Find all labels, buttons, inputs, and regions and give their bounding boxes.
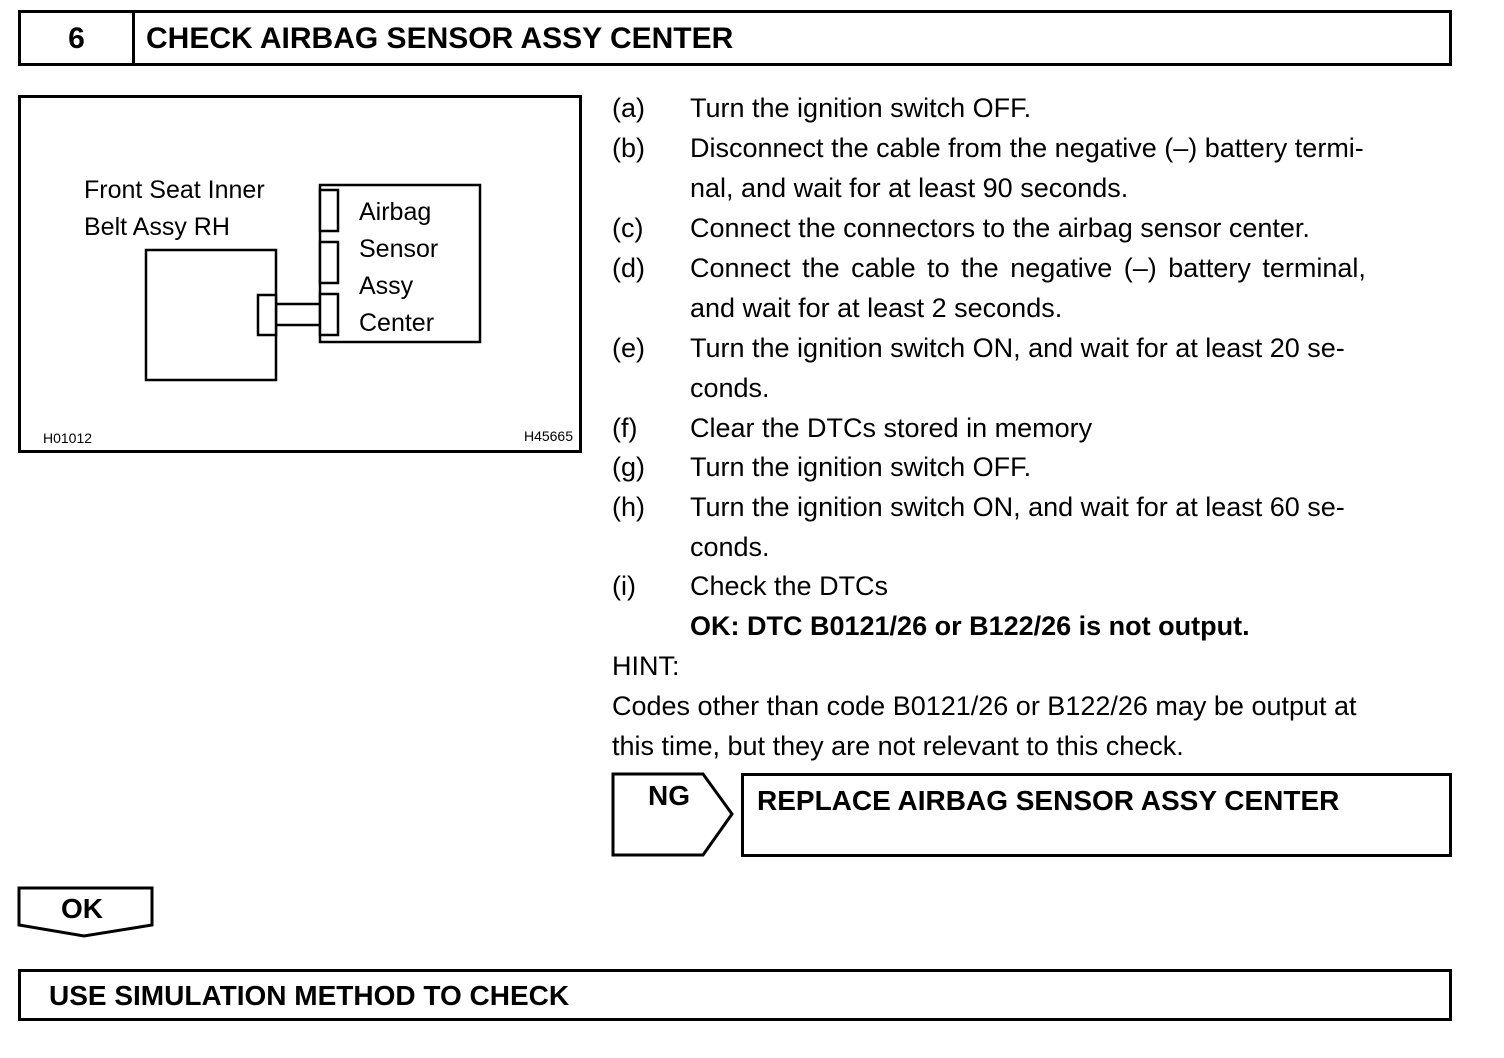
step-letter-a: (a) — [612, 93, 645, 123]
step-d-text-1: Connect the cable to the negative (–) ba… — [690, 253, 1366, 283]
sensor-label-2: Sensor — [359, 235, 439, 263]
replace-action-text: REPLACE AIRBAG SENSOR ASSY CENTER — [757, 785, 1340, 816]
sensor-connector-1 — [318, 188, 340, 233]
step-number: 6 — [21, 13, 135, 63]
step-letter-f: (f) — [612, 413, 638, 443]
step-a-text: Turn the ignition switch OFF. — [690, 93, 1032, 123]
step-letter-c: (c) — [612, 213, 644, 243]
ng-label: NG — [648, 780, 690, 811]
ok-label: OK — [61, 893, 103, 924]
ok-condition: OK: DTC B0121/26 or B122/26 is not outpu… — [690, 611, 1250, 641]
step-letter-i: (i) — [612, 571, 636, 601]
step-letter-d: (d) — [612, 253, 645, 283]
hint-label: HINT: — [612, 651, 680, 681]
replace-action-box: REPLACE AIRBAG SENSOR ASSY CENTER — [741, 773, 1452, 857]
belt-connector — [256, 293, 278, 337]
hint-text-1: Codes other than code B0121/26 or B122/2… — [612, 691, 1357, 721]
belt-label-line2: Belt Assy RH — [84, 213, 230, 241]
step-b-text-2: nal, and wait for at least 90 seconds. — [690, 173, 1129, 203]
next-step-text: USE SIMULATION METHOD TO CHECK — [49, 980, 570, 1011]
step-title: CHECK AIRBAG SENSOR ASSY CENTER — [146, 22, 734, 55]
figure-code-right: H45665 — [523, 428, 573, 444]
illustration-frame: Front Seat Inner Belt Assy RH Airbag Sen… — [18, 95, 582, 453]
next-step-box: USE SIMULATION METHOD TO CHECK — [18, 969, 1452, 1021]
step-e-text-2: conds. — [690, 373, 770, 403]
figure-code-left: H01012 — [43, 430, 93, 446]
sensor-label-1: Airbag — [359, 198, 432, 226]
hint-text-2: this time, but they are not relevant to … — [612, 731, 1184, 761]
step-d-text-2: and wait for at least 2 seconds. — [690, 293, 1063, 323]
step-letter-b: (b) — [612, 133, 645, 163]
step-f-text: Clear the DTCs stored in memory — [690, 413, 1093, 443]
sensor-label-3: Assy — [359, 272, 414, 300]
ng-arrow-shape — [611, 772, 734, 857]
airbag-sensor-diagram — [144, 183, 482, 382]
sensor-connector-2 — [318, 240, 340, 285]
step-g-text: Turn the ignition switch OFF. — [690, 452, 1032, 482]
step-header: 6 CHECK AIRBAG SENSOR ASSY CENTER — [18, 10, 1452, 66]
step-e-text-1: Turn the ignition switch ON, and wait fo… — [690, 333, 1345, 363]
step-c-text: Connect the connectors to the airbag sen… — [690, 213, 1310, 243]
sensor-connector-3 — [318, 292, 340, 337]
ok-arrow-shape — [17, 886, 154, 938]
belt-label-line1: Front Seat Inner — [84, 176, 265, 204]
step-h-text-2: conds. — [690, 532, 770, 562]
step-letter-h: (h) — [612, 492, 645, 522]
step-h-text-1: Turn the ignition switch ON, and wait fo… — [690, 492, 1345, 522]
sensor-label-4: Center — [359, 309, 435, 337]
step-i-text: Check the DTCs — [690, 571, 889, 601]
step-letter-g: (g) — [612, 452, 645, 482]
step-letter-e: (e) — [612, 333, 645, 363]
belt-assy-outline — [144, 248, 278, 382]
step-b-text-1: Disconnect the cable from the negative (… — [690, 133, 1364, 163]
